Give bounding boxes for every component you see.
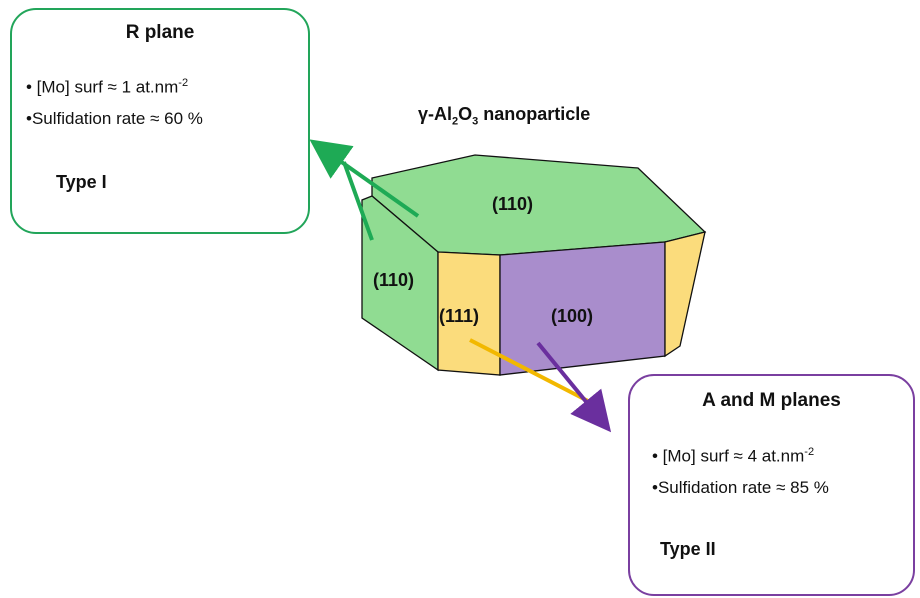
r-plane-title: R plane	[125, 22, 195, 43]
type1-substrate-label: α-Al2O3	[168, 213, 208, 227]
left-face-110	[361, 195, 439, 372]
face-label-100: (100)	[551, 306, 594, 326]
am-plane-title: A and M planes	[702, 390, 841, 411]
am-plane-type-label: Type II	[660, 539, 716, 559]
face-label-left: (110)	[373, 270, 415, 290]
nanoparticle-title: γ-Al2O3 nanoparticle	[418, 104, 591, 128]
gamma-symbol: γ	[418, 104, 429, 124]
am-plane-sulfidation: •Sulfidation rate ≈ 85 %	[652, 478, 829, 497]
type2-substrate-label: α-Al2O3	[786, 578, 826, 592]
r-plane-type-label: Type I	[56, 172, 107, 192]
face-label-111: (111)	[439, 306, 480, 326]
yellow-arrow	[469, 338, 591, 404]
purple-arrow	[536, 341, 612, 433]
am-plane-mo-density: • [Mo] surf ≈ 4 at.nm-2	[652, 446, 815, 466]
right-face-sliver	[664, 231, 706, 358]
r-plane-sulfidation: •Sulfidation rate ≈ 60 %	[26, 109, 203, 128]
green-arrow-2	[342, 161, 374, 241]
am-plane-box: A and M planes • [Mo] surf ≈ 4 at.nm-2 •…	[628, 374, 915, 596]
r-plane-mo-density: • [Mo] surf ≈ 1 at.nm-2	[26, 77, 189, 97]
green-arrow-1	[309, 139, 420, 218]
r-plane-box: R plane • [Mo] surf ≈ 1 at.nm-2 •Sulfida…	[10, 8, 310, 234]
face-label-top: (110)	[492, 194, 534, 214]
